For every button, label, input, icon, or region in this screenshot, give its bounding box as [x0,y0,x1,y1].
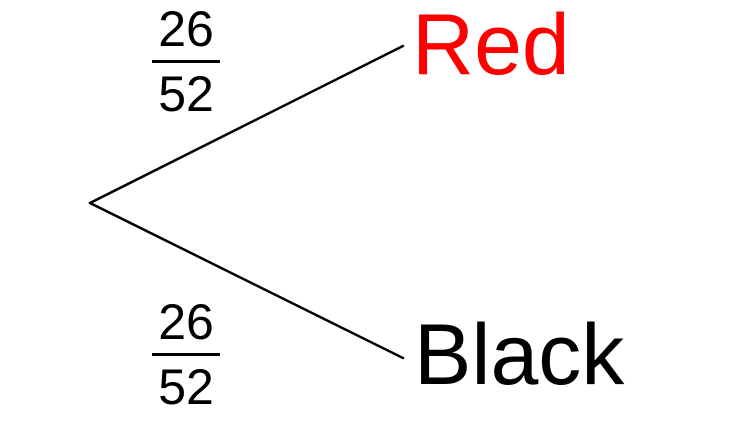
branch-line-red [88,44,405,205]
fraction-numerator: 26 [158,1,214,57]
fraction-bar [152,60,220,63]
outcome-label-black: Black [414,307,625,403]
fraction-denominator: 52 [158,66,214,122]
fraction-denominator: 52 [158,359,214,415]
outcome-label-red: Red [412,0,570,93]
fraction-numerator: 26 [158,294,214,350]
probability-fraction-black: 26 52 [146,297,226,412]
fraction-bar [152,353,220,356]
branch-line-black [88,201,405,360]
probability-fraction-red: 26 52 [146,4,226,119]
